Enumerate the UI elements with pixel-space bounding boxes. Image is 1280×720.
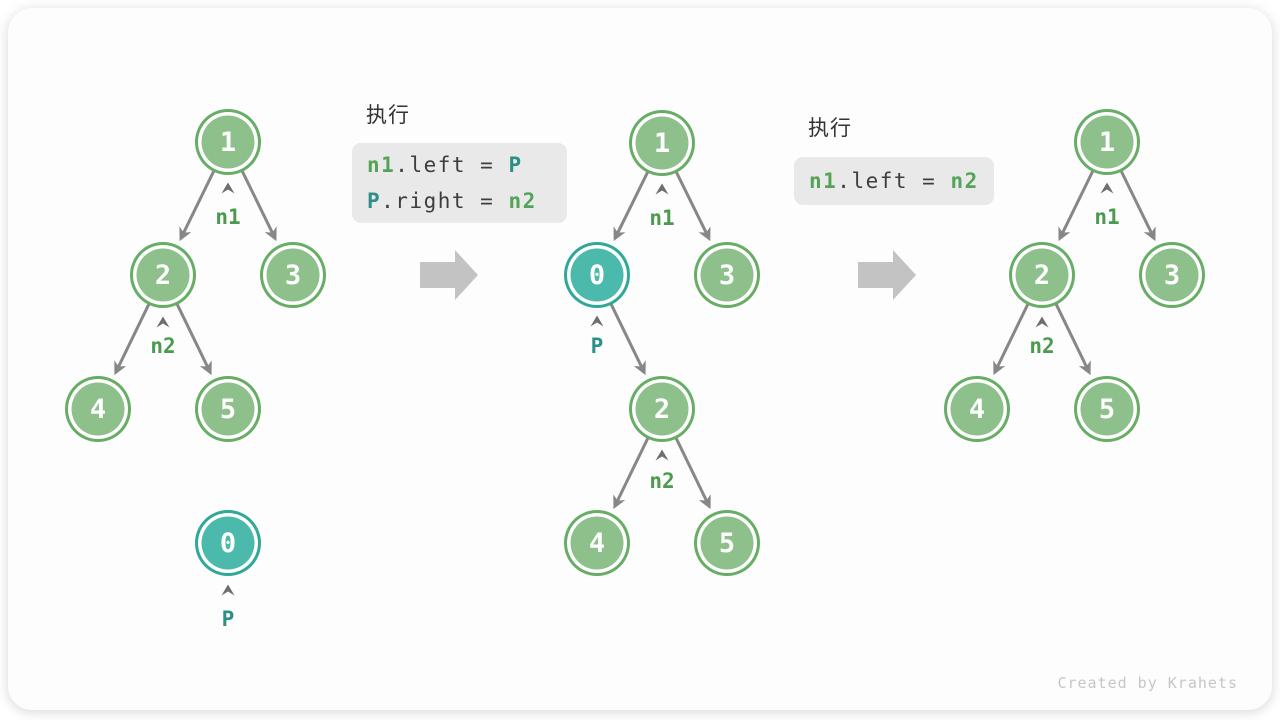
pointer-label-n1: n1: [649, 206, 674, 230]
pointer-up-chevron-icon: [1100, 182, 1114, 194]
exec-heading-2: 执行: [808, 116, 852, 140]
node-value: 0: [589, 260, 605, 291]
tree-node-2: 2: [1009, 242, 1075, 308]
node-value: 1: [654, 128, 670, 159]
code-line: n1.left = n2: [794, 163, 994, 199]
tree-node-5: 5: [1074, 376, 1140, 442]
code-token: P: [367, 189, 382, 213]
tree-node-1: 1: [195, 109, 261, 175]
tree-edge-arrow: [613, 437, 650, 510]
code-token: n1: [809, 169, 838, 193]
watermark-credit: Created by Krahets: [1057, 674, 1238, 692]
tree-edge-arrow: [240, 170, 277, 242]
code-token: n2: [508, 189, 537, 213]
code-block-2: n1.left = n2: [794, 157, 994, 205]
tree-node-4: 4: [65, 376, 131, 442]
code-line: n1.left = P: [352, 147, 567, 183]
tree-node-0: 0: [564, 242, 630, 308]
tree-edge-arrow: [175, 303, 212, 376]
pointer-label-n2: n2: [649, 469, 674, 493]
tree-edge-arrow: [993, 303, 1030, 376]
tree-edge-arrow: [674, 171, 711, 242]
transition-arrow-icon: [420, 250, 478, 300]
node-value: 5: [1099, 394, 1115, 425]
tree-node-5: 5: [195, 376, 261, 442]
code-token: P: [508, 153, 523, 177]
node-value: 5: [220, 394, 236, 425]
node-value: 2: [1034, 260, 1050, 291]
tree-3: 1 2 3 4 5 n1 n2: [944, 109, 1205, 442]
pointer-up-chevron-icon: [221, 182, 235, 194]
code-line: P.right = n2: [352, 183, 567, 219]
node-value: 2: [654, 394, 670, 425]
tree-edge-arrow: [674, 437, 711, 510]
tree-edge-arrow: [179, 170, 216, 242]
tree-edge-arrow: [1058, 170, 1095, 242]
tree-node-4: 4: [564, 510, 630, 576]
transition-arrow-icon: [858, 250, 916, 300]
tree-edge-arrow: [613, 171, 650, 242]
code-token: n1: [367, 153, 396, 177]
tree-1: 1 2 3 4 5 0 n1 n2P: [65, 109, 326, 631]
node-value: 4: [589, 528, 605, 559]
node-value: 0: [220, 528, 236, 559]
node-value: 4: [969, 394, 985, 425]
node-value: 5: [719, 528, 735, 559]
pointer-up-chevron-icon: [655, 449, 669, 461]
node-value: 1: [1099, 127, 1115, 158]
pointer-label-P: P: [222, 607, 235, 631]
tree-edge-arrow: [114, 303, 151, 376]
code-token: n2: [950, 169, 979, 193]
node-value: 3: [719, 260, 735, 291]
pointer-up-chevron-icon: [221, 584, 235, 596]
pointer-up-chevron-icon: [655, 183, 669, 195]
pointer-label-n1: n1: [1094, 205, 1119, 229]
tree-node-3: 3: [694, 242, 760, 308]
pointer-label-n1: n1: [215, 205, 240, 229]
node-value: 3: [1164, 260, 1180, 291]
node-value: 3: [285, 260, 301, 291]
pointer-up-chevron-icon: [1035, 316, 1049, 328]
node-value: 1: [220, 127, 236, 158]
node-value: 4: [90, 394, 106, 425]
tree-node-3: 3: [260, 242, 326, 308]
exec-heading-1: 执行: [366, 103, 410, 127]
tree-edge-arrow: [609, 303, 646, 376]
code-token: .left =: [395, 153, 509, 177]
pointer-label-P: P: [591, 334, 604, 358]
node-value: 2: [155, 260, 171, 291]
pointer-up-chevron-icon: [590, 315, 604, 327]
tree-node-4: 4: [944, 376, 1010, 442]
tree-node-5: 5: [694, 510, 760, 576]
tree-node-1: 1: [1074, 109, 1140, 175]
tree-node-0: 0: [195, 510, 261, 576]
tree-edge-arrow: [1119, 170, 1156, 242]
tree-node-2: 2: [629, 376, 695, 442]
tree-node-1: 1: [629, 110, 695, 176]
tree-node-3: 3: [1139, 242, 1205, 308]
tree-edge-arrow: [1054, 303, 1091, 376]
pointer-up-chevron-icon: [156, 316, 170, 328]
code-token: .right =: [381, 189, 509, 213]
pointer-label-n2: n2: [1029, 334, 1054, 358]
tree-node-2: 2: [130, 242, 196, 308]
pointer-label-n2: n2: [150, 334, 175, 358]
code-token: .left =: [837, 169, 951, 193]
